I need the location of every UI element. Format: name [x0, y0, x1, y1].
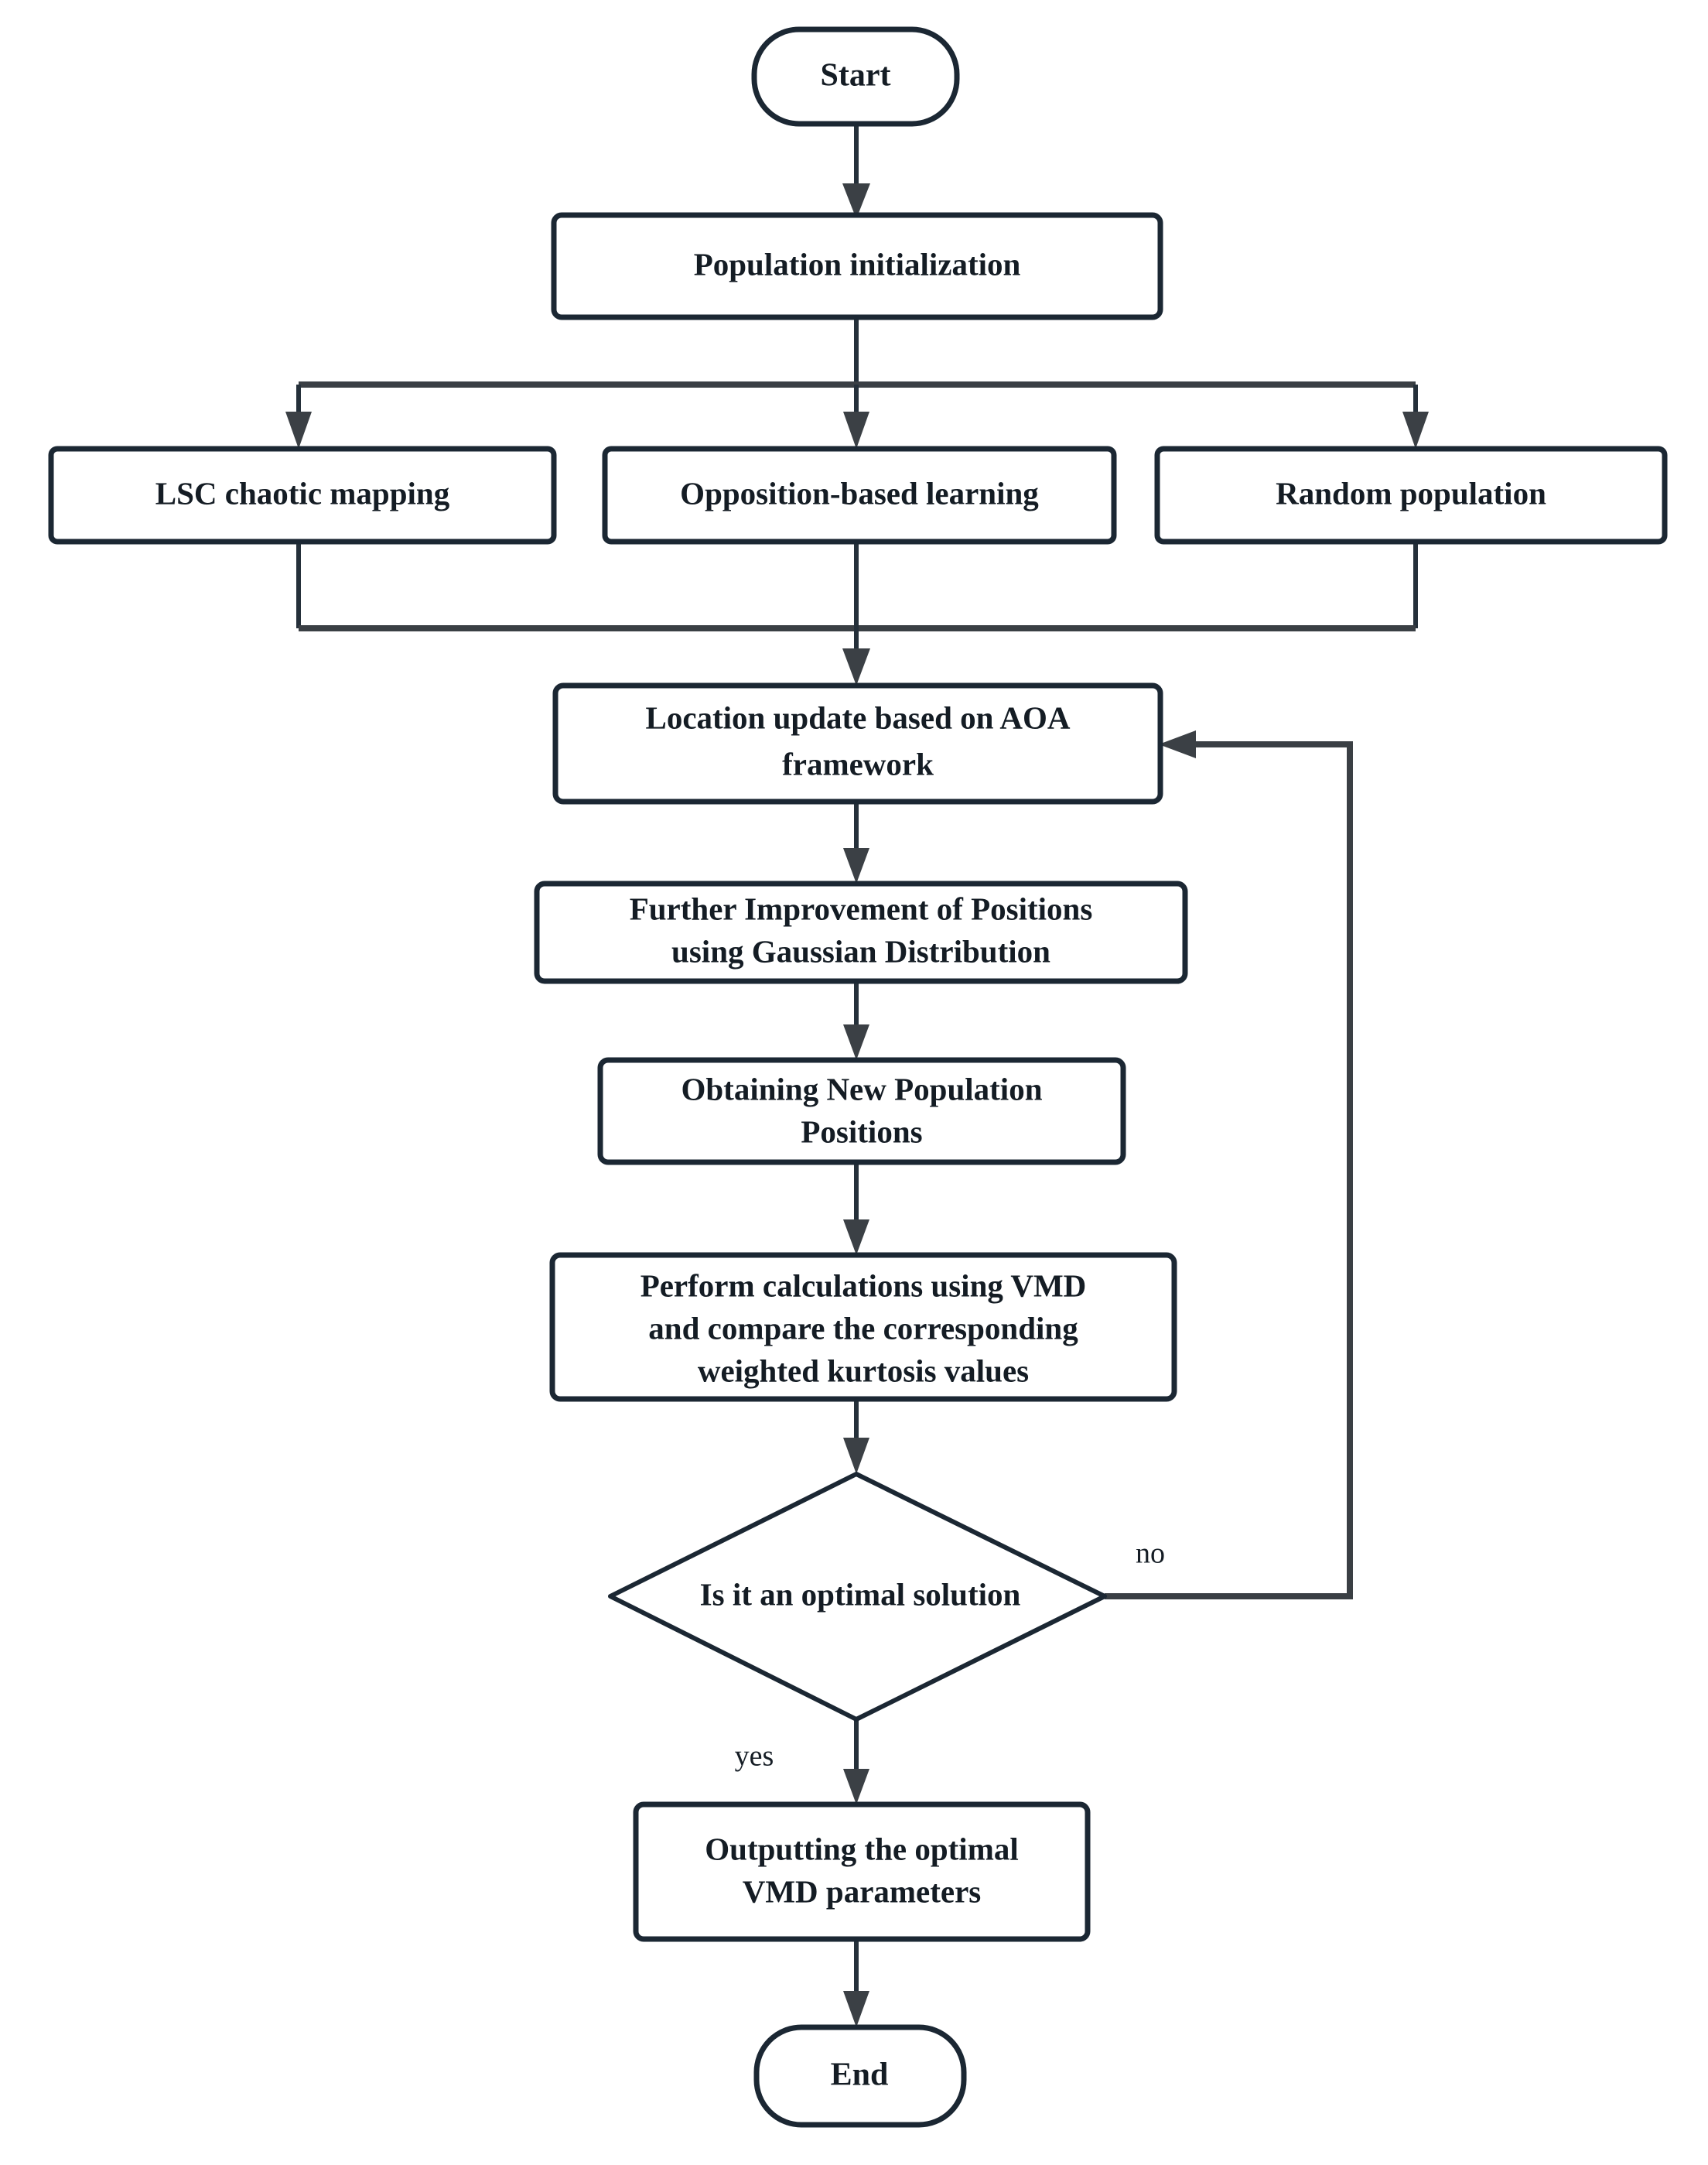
node-opposition-based-learning[interactable]: Opposition-based learning — [602, 446, 1117, 545]
node-start[interactable]: Start — [751, 26, 960, 127]
edge-output-to-end — [843, 1938, 869, 2027]
node-new-population-positions[interactable]: Obtaining New Population Positions — [597, 1057, 1126, 1165]
edge-label-yes: yes — [735, 1740, 774, 1773]
node-end[interactable]: End — [753, 2024, 967, 2128]
node-vmd-calculations-line3: weighted kurtosis values — [698, 1353, 1029, 1388]
node-start-label: Start — [821, 58, 891, 94]
node-lsc-chaotic-mapping[interactable]: LSC chaotic mapping — [48, 446, 557, 545]
node-random-population[interactable]: Random population — [1154, 446, 1668, 545]
node-aoa-location-update-line1: Location update based on AOA — [645, 699, 1070, 735]
edge-label-no: no — [1136, 1537, 1165, 1570]
node-gaussian-improvement-line1: Further Improvement of Positions — [630, 891, 1093, 926]
node-vmd-calculations-line2: and compare the corresponding — [648, 1310, 1078, 1346]
edge-decision-no-feedback-to-aoa — [1105, 730, 1353, 1599]
edge-vmd-to-decision — [843, 1397, 869, 1474]
node-output-optimal-parameters-line1: Outputting the optimal — [705, 1831, 1019, 1866]
edge-aoa-to-gaussian — [843, 801, 869, 884]
node-gaussian-improvement[interactable]: Further Improvement of Positions using G… — [534, 881, 1188, 984]
node-output-optimal-parameters-line2: VMD parameters — [743, 1873, 982, 1909]
node-aoa-location-update-line2: framework — [782, 746, 934, 782]
node-new-population-positions-line1: Obtaining New Population — [681, 1071, 1042, 1106]
node-aoa-location-update[interactable]: Location update based on AOA framework — [552, 682, 1163, 805]
edge-gaussian-to-new-positions — [843, 979, 869, 1060]
edge-new-positions-to-vmd — [843, 1161, 869, 1255]
node-vmd-calculations[interactable]: Perform calculations using VMD and compa… — [549, 1252, 1177, 1402]
node-opposition-based-learning-label: Opposition-based learning — [680, 475, 1039, 511]
node-population-init[interactable]: Population initialization — [551, 212, 1163, 320]
edge-start-to-population-init — [842, 124, 870, 219]
node-end-label: End — [831, 2057, 889, 2093]
edge-population-init-to-split-bus — [285, 317, 1429, 449]
node-random-population-label: Random population — [1276, 475, 1546, 511]
node-output-optimal-parameters[interactable]: Outputting the optimal VMD parameters — [633, 1801, 1091, 1942]
node-vmd-calculations-line1: Perform calculations using VMD — [640, 1267, 1087, 1303]
node-lsc-chaotic-mapping-label: LSC chaotic mapping — [155, 475, 450, 511]
node-population-init-label: Population initialization — [694, 246, 1021, 282]
node-decision-optimal-solution-label: Is it an optimal solution — [700, 1576, 1021, 1612]
node-decision-optimal-solution[interactable]: Is it an optimal solution — [608, 1472, 1107, 1722]
edge-decision-yes-to-output — [843, 1719, 869, 1804]
node-new-population-positions-line2: Positions — [801, 1113, 922, 1149]
node-gaussian-improvement-line2: using Gaussian Distribution — [671, 933, 1050, 969]
edge-init-methods-to-aoa — [296, 542, 1418, 686]
